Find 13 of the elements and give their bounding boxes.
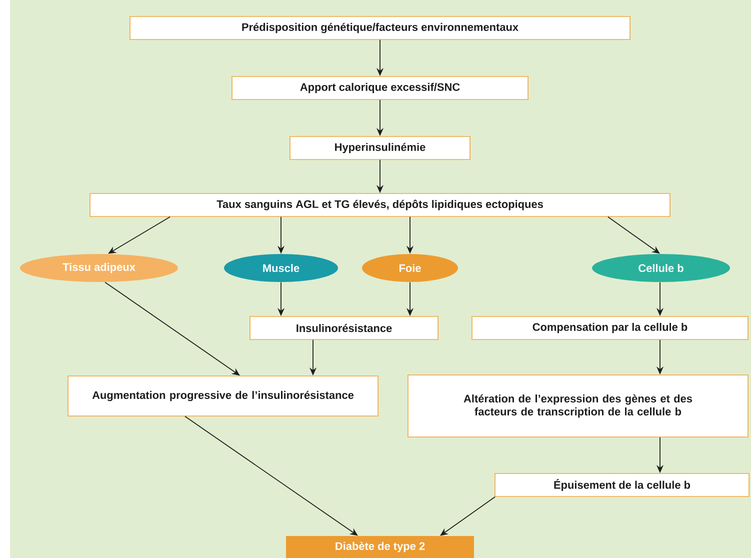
process-box: Taux sanguins AGL et TG élevés, dépôts lipidiques ectopiques [90, 193, 670, 217]
outcome-box: Diabète de type 2 [286, 536, 474, 558]
process-box: Compensation par la cellule b [472, 316, 748, 340]
process-box: Épuisement de la cellule b [494, 473, 750, 497]
process-box: Hyperinsulinémie [290, 136, 470, 160]
arrow [440, 496, 496, 536]
arrow [608, 216, 660, 254]
process-box: Altération de l’expression des gènes et des facteurs de transcription de la cellule b [408, 374, 748, 438]
process-box: Apport calorique excessif/SNC [232, 76, 528, 100]
arrow [184, 416, 358, 536]
process-box: Augmentation progressive de l’insulinorésistance [68, 376, 378, 416]
process-box: Prédisposition génétique/facteurs environnementaux [130, 16, 630, 40]
process-box: Insulinorésistance [250, 316, 438, 340]
